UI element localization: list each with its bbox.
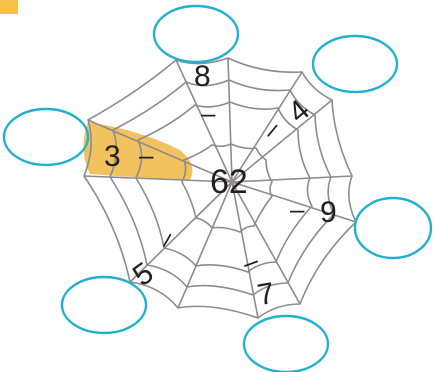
spoke-left-operator: – — [139, 140, 154, 170]
spoke-right-operator: – — [290, 194, 305, 224]
spoke-top-operator: – — [201, 98, 216, 128]
answer-circle-upper-right[interactable] — [313, 36, 397, 92]
spoke-lower-left-operator: – — [148, 225, 181, 253]
answer-circle-right[interactable] — [355, 198, 431, 258]
spoke-bottom-operator: – — [238, 245, 262, 278]
answer-circle-lower-left[interactable] — [62, 277, 146, 333]
spoke-left-number: 3 — [104, 140, 121, 173]
spoke-upper-right-number: 4 — [282, 93, 316, 129]
answer-circle-left[interactable] — [4, 109, 88, 165]
highlighted-spoke-segment — [83, 122, 192, 180]
spoke-bottom-number: 7 — [255, 277, 277, 312]
center-number: 62 — [210, 163, 248, 201]
spoke-top-number: 8 — [194, 60, 211, 93]
web-spoke — [232, 176, 352, 182]
spoke-right-number: 9 — [320, 196, 337, 229]
spoke-labels: 62 8 – 4 – 3 – 9 – 5 – 7 – — [104, 60, 337, 312]
spoke-lower-left-number: 5 — [127, 256, 160, 293]
answer-circle-top[interactable] — [154, 6, 238, 62]
answer-circle-bottom[interactable] — [244, 316, 328, 372]
